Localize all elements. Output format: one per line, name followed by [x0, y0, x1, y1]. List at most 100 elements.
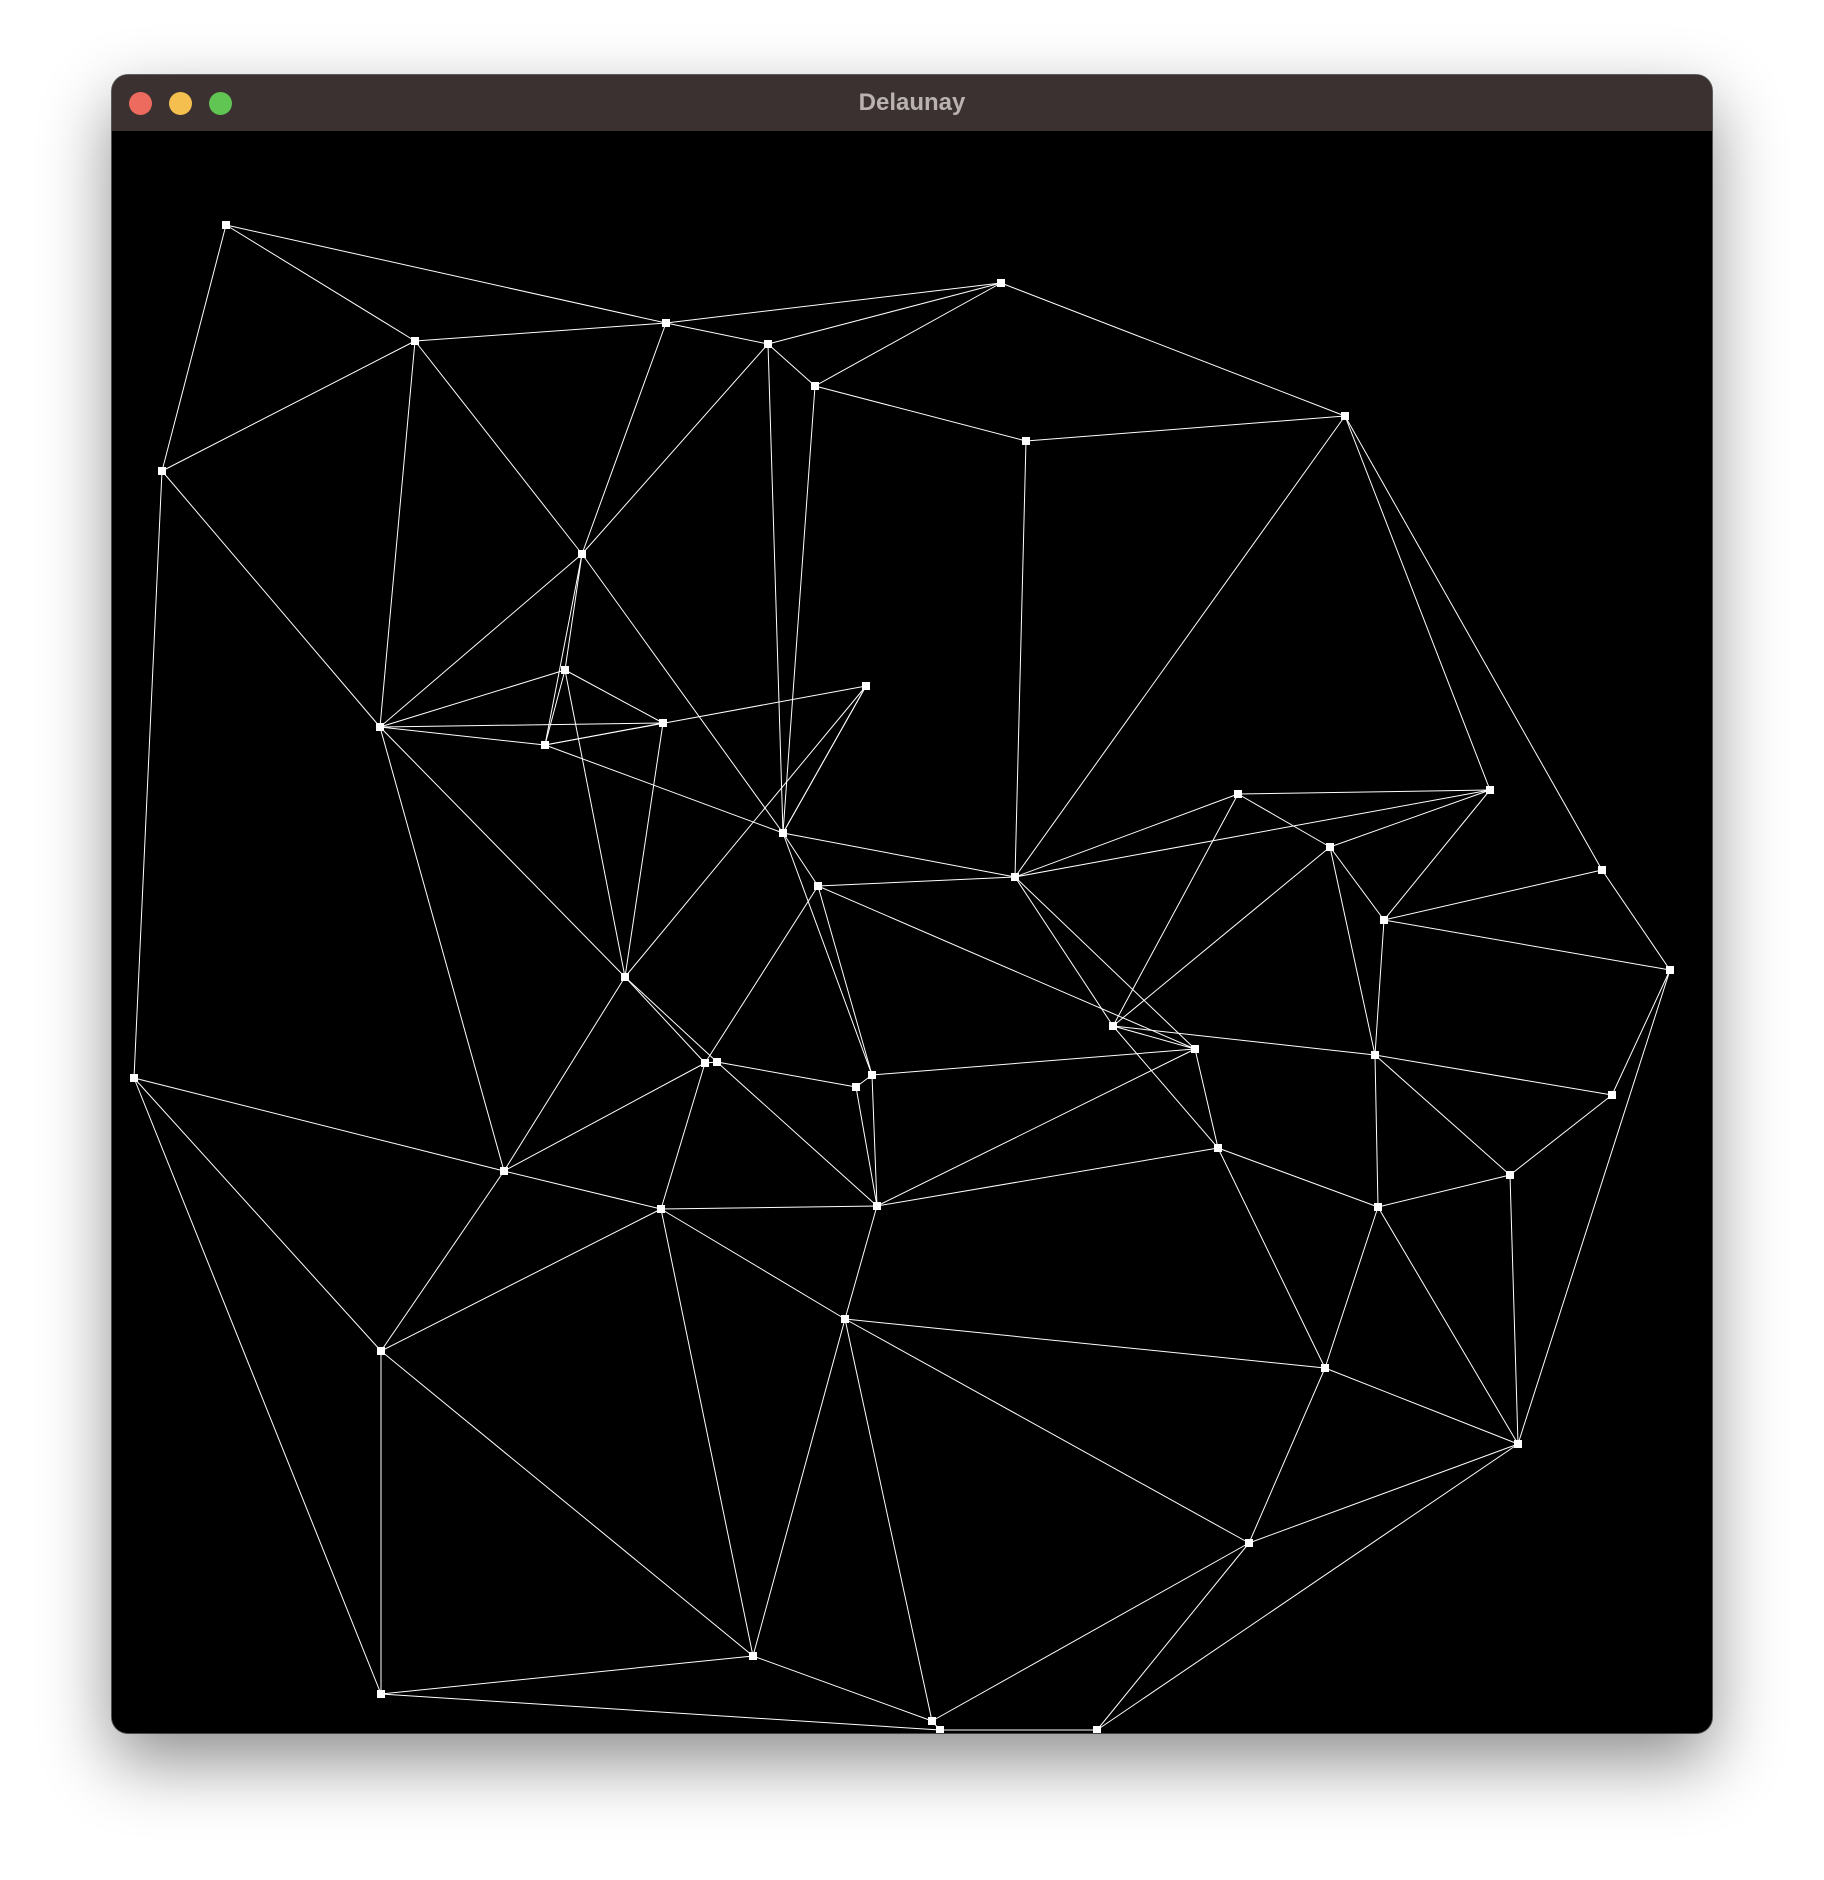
triangulation-edge	[1374, 1054, 1613, 1096]
triangulation-point[interactable]	[377, 1347, 385, 1355]
triangulation-point[interactable]	[1109, 1022, 1117, 1030]
triangulation-edge	[133, 470, 163, 1079]
triangulation-edge	[161, 340, 416, 472]
triangulation-point[interactable]	[1321, 1364, 1329, 1372]
triangulation-canvas[interactable]	[112, 131, 1712, 1733]
triangulation-edge	[564, 669, 664, 724]
triangulation-edge	[855, 1086, 878, 1207]
triangulation-edge	[624, 976, 706, 1064]
triangulation-edge	[1112, 793, 1239, 1027]
close-button[interactable]	[129, 92, 152, 115]
triangulation-point[interactable]	[1093, 1726, 1101, 1733]
triangulation-point[interactable]	[811, 382, 819, 390]
triangulation-point[interactable]	[868, 1071, 876, 1079]
triangulation-point[interactable]	[222, 221, 230, 229]
triangulation-point[interactable]	[1234, 790, 1242, 798]
triangulation-point[interactable]	[1486, 786, 1494, 794]
triangulation-point[interactable]	[1245, 1539, 1253, 1547]
triangulation-edge	[133, 1077, 382, 1695]
triangulation-point[interactable]	[701, 1059, 709, 1067]
triangulation-edge	[1344, 415, 1491, 791]
triangulation-edge	[581, 553, 784, 834]
triangulation-point[interactable]	[130, 1074, 138, 1082]
triangulation-edge	[782, 832, 873, 1076]
triangulation-point[interactable]	[1514, 1440, 1522, 1448]
triangulation-edge	[1509, 1174, 1519, 1445]
triangulation-point[interactable]	[764, 340, 772, 348]
triangulation-edge	[581, 322, 667, 555]
triangulation-point[interactable]	[1191, 1045, 1199, 1053]
minimize-button[interactable]	[169, 92, 192, 115]
triangulation-edge	[1248, 1367, 1326, 1544]
triangulation-edge	[379, 726, 505, 1172]
triangulation-point[interactable]	[657, 1205, 665, 1213]
triangulation-edge	[379, 669, 566, 728]
triangulation-edge	[1374, 1054, 1379, 1208]
triangulation-point[interactable]	[659, 719, 667, 727]
triangulation-edge	[1014, 876, 1114, 1027]
triangulation-edge	[817, 885, 873, 1076]
triangulation-point[interactable]	[1022, 437, 1030, 445]
triangulation-edge	[133, 1077, 505, 1172]
triangulation-point[interactable]	[1506, 1171, 1514, 1179]
triangulation-point[interactable]	[500, 1167, 508, 1175]
triangulation-edge	[704, 885, 819, 1064]
triangulation-point[interactable]	[1598, 866, 1606, 874]
triangulation-edge	[782, 685, 867, 834]
triangulation-edge	[1509, 1094, 1613, 1176]
triangulation-point[interactable]	[779, 829, 787, 837]
zoom-button[interactable]	[209, 92, 232, 115]
triangulation-edge	[767, 343, 816, 387]
triangulation-edge	[379, 553, 583, 728]
triangulation-point[interactable]	[1341, 412, 1349, 420]
triangulation-point[interactable]	[662, 319, 670, 327]
edges	[133, 224, 1671, 1731]
triangulation-edge	[1324, 1367, 1519, 1445]
triangulation-edge	[414, 340, 583, 555]
triangulation-point[interactable]	[1326, 843, 1334, 851]
triangulation-edge	[564, 669, 626, 978]
triangulation-point[interactable]	[561, 666, 569, 674]
triangulation-edge	[1014, 789, 1491, 878]
triangulation-edge	[844, 1318, 1326, 1369]
triangulation-point[interactable]	[578, 550, 586, 558]
triangulation-point[interactable]	[841, 1315, 849, 1323]
triangulation-point[interactable]	[1666, 966, 1674, 974]
triangulation-point[interactable]	[1371, 1051, 1379, 1059]
triangulation-edge	[1324, 1206, 1379, 1369]
triangulation-edge	[379, 722, 664, 728]
title-bar[interactable]: Delaunay	[112, 75, 1712, 132]
triangulation-point[interactable]	[862, 682, 870, 690]
triangulation-edge	[503, 1062, 706, 1172]
triangulation-edge	[782, 832, 1016, 878]
triangulation-point[interactable]	[936, 1726, 944, 1733]
triangulation-point[interactable]	[376, 723, 384, 731]
triangulation-point[interactable]	[158, 467, 166, 475]
triangulation-edge	[1025, 415, 1346, 442]
triangulation-point[interactable]	[1214, 1144, 1222, 1152]
triangulation-edge	[1383, 919, 1671, 971]
triangulation-point[interactable]	[1374, 1203, 1382, 1211]
triangulation-point[interactable]	[749, 1652, 757, 1660]
triangulation-edge	[817, 885, 1196, 1050]
triangulation-point[interactable]	[1380, 916, 1388, 924]
triangulation-point[interactable]	[621, 973, 629, 981]
triangulation-point[interactable]	[852, 1083, 860, 1091]
triangulation-point[interactable]	[1608, 1091, 1616, 1099]
triangulation-point[interactable]	[377, 1690, 385, 1698]
triangulation-point[interactable]	[814, 882, 822, 890]
triangulation-edge	[1374, 1054, 1511, 1176]
triangulation-edge	[624, 976, 718, 1063]
triangulation-point[interactable]	[713, 1058, 721, 1066]
delaunay-triangulation	[130, 221, 1674, 1733]
triangulation-point[interactable]	[873, 1202, 881, 1210]
triangulation-point[interactable]	[1011, 873, 1019, 881]
triangulation-edge	[660, 1205, 878, 1210]
triangulation-point[interactable]	[541, 741, 549, 749]
triangulation-point[interactable]	[411, 337, 419, 345]
triangulation-edge	[503, 1170, 662, 1210]
triangulation-edge	[767, 282, 1002, 345]
triangulation-point[interactable]	[928, 1717, 936, 1725]
triangulation-edge	[1248, 1443, 1519, 1544]
triangulation-point[interactable]	[997, 279, 1005, 287]
